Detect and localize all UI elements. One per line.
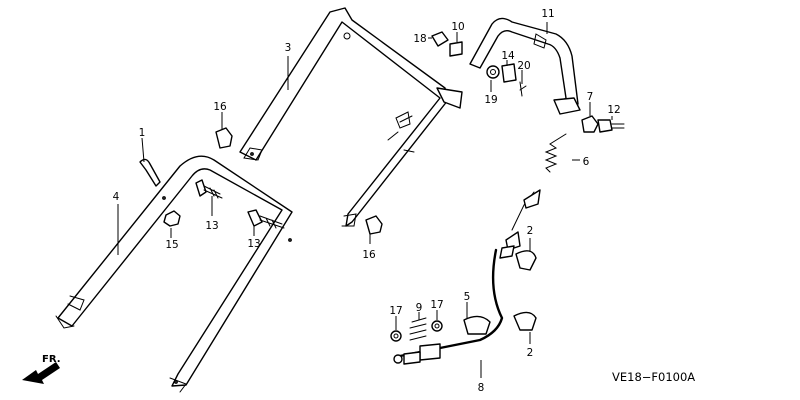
control-bar: [469, 17, 581, 115]
callout-10: 10: [451, 21, 464, 33]
callout-7: 7: [587, 91, 594, 103]
callout-14: 14: [501, 50, 515, 62]
callout-16b: 16: [362, 249, 376, 261]
callout-2b: 2: [527, 347, 534, 359]
small-parts: [139, 31, 625, 342]
callout-17a: 17: [389, 305, 402, 317]
callout-19: 19: [484, 94, 497, 106]
callout-numbers: 1 2 2 3 4 5 6 7 8 9 10 11 12 13 13 14 15…: [113, 8, 621, 394]
callout-20: 20: [517, 60, 530, 72]
diagram-code: VE18−F0100A: [612, 370, 695, 384]
callout-13a: 13: [205, 220, 218, 232]
callout-5: 5: [464, 291, 471, 303]
callout-13b: 13: [247, 238, 260, 250]
callout-1: 1: [139, 127, 146, 139]
callout-3: 3: [285, 42, 292, 54]
callout-12: 12: [607, 104, 620, 116]
callout-8: 8: [478, 382, 485, 394]
callout-17b: 17: [430, 299, 443, 311]
callout-15: 15: [165, 239, 178, 251]
callout-9: 9: [416, 302, 423, 314]
callout-11: 11: [541, 8, 554, 20]
callout-4: 4: [113, 191, 120, 203]
upper-handle: [239, 7, 463, 227]
throttle-cable: [393, 189, 541, 365]
callout-6: 6: [583, 156, 590, 168]
leader-lines: [117, 22, 613, 378]
lower-handle: [55, 155, 293, 393]
front-direction-arrow-icon: [22, 362, 60, 384]
callout-2a: 2: [527, 225, 534, 237]
callout-16a: 16: [213, 101, 227, 113]
callout-18: 18: [413, 33, 426, 45]
direction-label: FR.: [42, 354, 61, 365]
